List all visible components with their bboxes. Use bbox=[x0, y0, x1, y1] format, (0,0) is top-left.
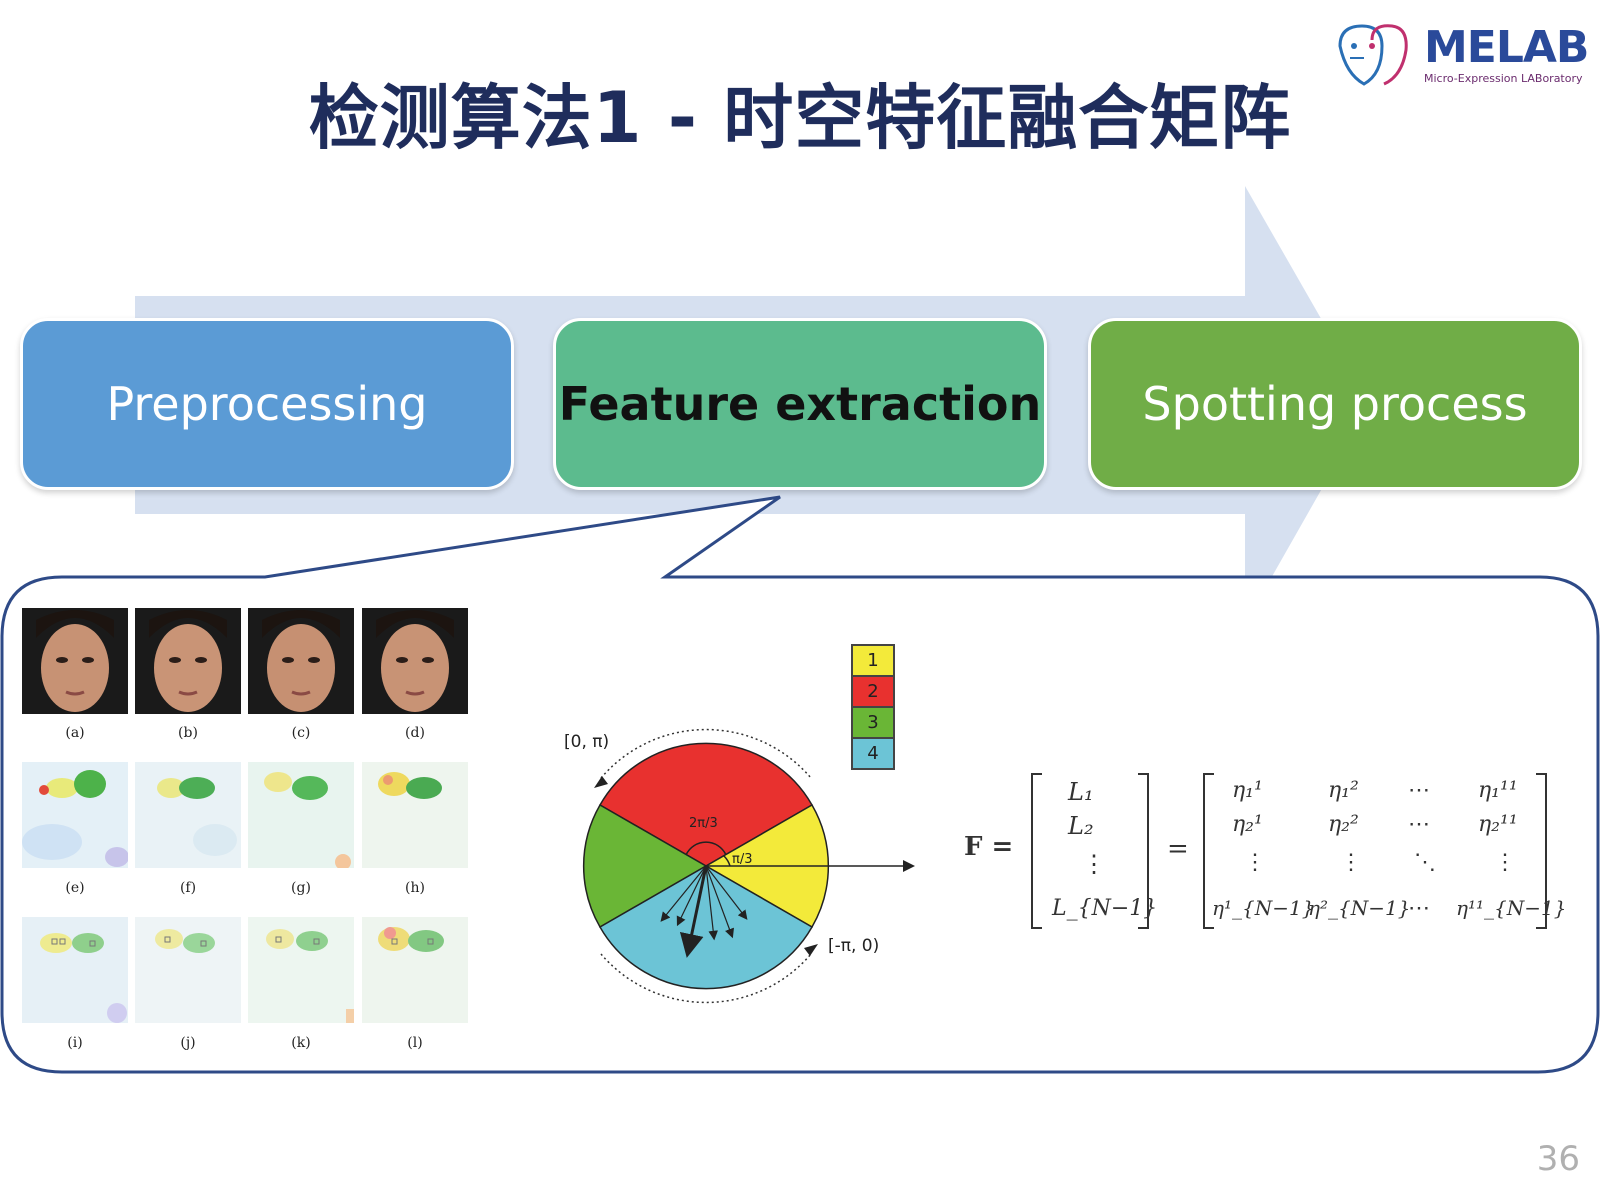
face-image bbox=[248, 608, 354, 714]
panel-label: (b) bbox=[178, 725, 198, 741]
angle-label-pi-3: π/3 bbox=[732, 852, 753, 867]
roi-flow-image bbox=[248, 917, 354, 1023]
panel-label: (j) bbox=[180, 1035, 196, 1051]
sector-3-green bbox=[582, 803, 708, 929]
legend-item: 1 bbox=[851, 644, 895, 677]
vector-entry: L_{N−1} bbox=[1052, 896, 1158, 921]
matrix-cell: η₁¹¹ bbox=[1478, 778, 1518, 803]
optical-flow-image bbox=[135, 762, 241, 868]
roi-flow-image bbox=[362, 917, 468, 1023]
matrix-cell: ⋮ bbox=[1340, 850, 1362, 875]
sector-4-cyan bbox=[598, 865, 814, 990]
panel-label: (c) bbox=[291, 725, 311, 741]
legend-item: 4 bbox=[851, 737, 895, 770]
stage-feature-extraction: Feature extraction bbox=[553, 318, 1047, 490]
matrix-cell: η₁¹ bbox=[1232, 778, 1263, 803]
direction-circle-diagram bbox=[582, 728, 915, 1004]
panel-label: (i) bbox=[67, 1035, 83, 1051]
vector-entry: L₁ bbox=[1068, 778, 1094, 806]
stage-label: Feature extraction bbox=[558, 377, 1042, 431]
matrix-cell: η¹_{N−1} bbox=[1212, 896, 1315, 920]
melab-logo bbox=[1338, 24, 1408, 86]
matrix-cell: ⋯ bbox=[1408, 778, 1430, 803]
stage-label: Spotting process bbox=[1142, 377, 1528, 431]
equation-equals: = bbox=[1167, 834, 1189, 864]
range-lower-label: [-π, 0) bbox=[828, 936, 880, 956]
matrix-cell: η¹¹_{N−1} bbox=[1456, 896, 1567, 920]
face-image bbox=[135, 608, 241, 714]
vector-brackets bbox=[1031, 773, 1149, 929]
stage-spotting-process: Spotting process bbox=[1088, 318, 1582, 490]
page-number: 36 bbox=[1536, 1139, 1580, 1179]
mask-icon bbox=[1338, 24, 1408, 86]
legend-item: 3 bbox=[851, 706, 895, 739]
optical-flow-image bbox=[22, 762, 129, 868]
matrix-cell: ⋯ bbox=[1408, 812, 1430, 837]
panel-label: (g) bbox=[291, 880, 311, 896]
roi-flow-image bbox=[135, 917, 241, 1023]
vector-entry: ⋮ bbox=[1082, 850, 1106, 878]
panel-label: (l) bbox=[407, 1035, 423, 1051]
vector-entry: L₂ bbox=[1068, 812, 1094, 840]
logo-subtitle: Micro-Expression LABoratory bbox=[1424, 72, 1583, 85]
panel-label: (d) bbox=[405, 725, 425, 741]
equation-lhs: F = bbox=[964, 832, 1014, 862]
face-image bbox=[22, 608, 128, 714]
logo-name: MELAB bbox=[1424, 22, 1589, 73]
panel-label: (h) bbox=[405, 880, 425, 896]
optical-flow-image bbox=[362, 762, 468, 868]
matrix-cell: ⋯ bbox=[1408, 896, 1430, 921]
panel-label: (a) bbox=[65, 725, 85, 741]
matrix-cell: η₂¹ bbox=[1232, 812, 1263, 837]
matrix-cell: η²_{N−1} bbox=[1308, 896, 1411, 920]
range-upper-label: [0, π) bbox=[564, 732, 610, 752]
optical-flow-image bbox=[248, 762, 354, 870]
panel-label: (e) bbox=[65, 880, 85, 896]
panel-label: (k) bbox=[291, 1035, 311, 1051]
matrix-cell: ⋮ bbox=[1244, 850, 1266, 875]
matrix-cell: ⋮ bbox=[1494, 850, 1516, 875]
stage-label: Preprocessing bbox=[106, 377, 428, 431]
matrix-cell: η₂² bbox=[1328, 812, 1359, 837]
roi-flow-image bbox=[22, 917, 128, 1023]
matrix-cell: η₂¹¹ bbox=[1478, 812, 1518, 837]
sector-legend: 1 2 3 4 bbox=[851, 644, 899, 770]
matrix-cell: η₁² bbox=[1328, 778, 1359, 803]
legend-item: 2 bbox=[851, 675, 895, 708]
stage-preprocessing: Preprocessing bbox=[20, 318, 514, 490]
matrix-cell: ⋱ bbox=[1414, 850, 1436, 875]
matrix-brackets bbox=[1203, 773, 1547, 929]
face-image bbox=[362, 608, 468, 714]
page-title: 检测算法1 - 时空特征融合矩阵 bbox=[308, 77, 1292, 159]
panel-label: (f) bbox=[179, 880, 197, 896]
angle-label-2pi-3: 2π/3 bbox=[689, 816, 718, 831]
